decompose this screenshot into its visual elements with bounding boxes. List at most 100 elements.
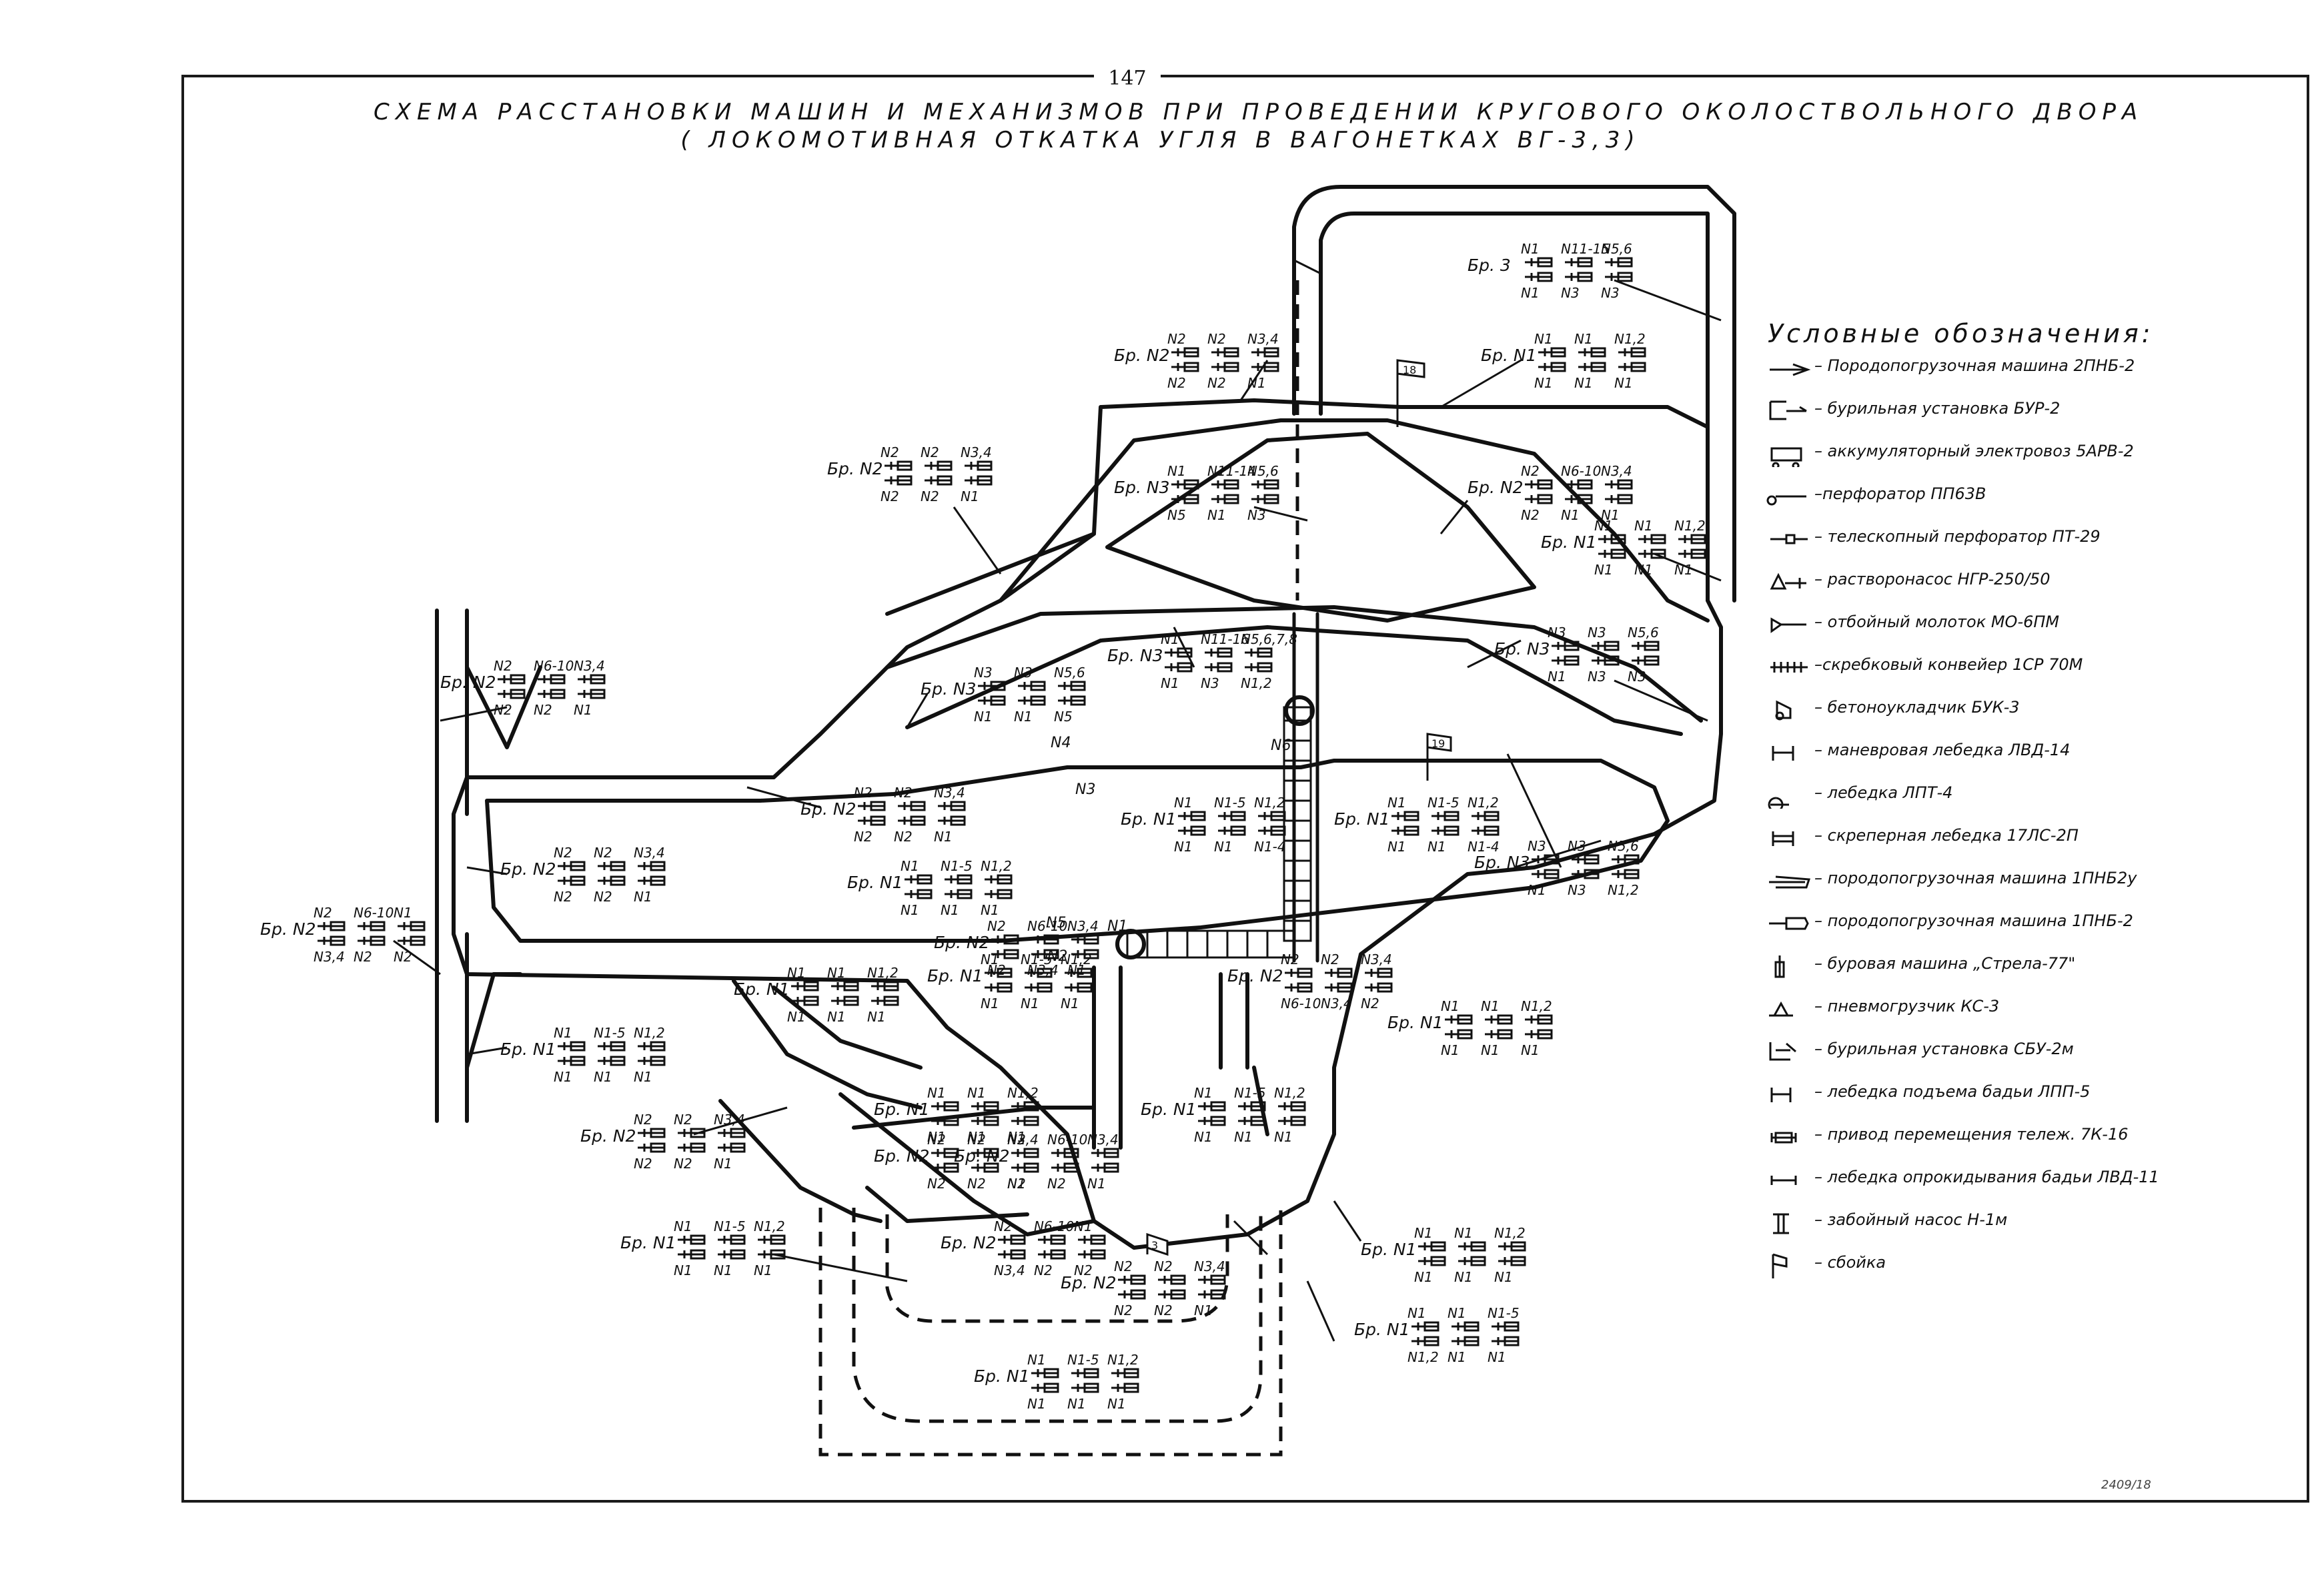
- equipment-marker: [1071, 1368, 1099, 1378]
- equipment-marker: [1031, 1368, 1059, 1378]
- equipment-count: N1: [1247, 375, 1266, 391]
- equipment-marker: [1071, 949, 1099, 959]
- legend-label: – породопогрузочная машина 1ПНБ2у: [1814, 869, 2137, 887]
- equipment-marker: [558, 875, 586, 886]
- equipment-marker: [1178, 825, 1206, 836]
- equipment-marker: [558, 1056, 586, 1066]
- flag-label: 19: [1431, 737, 1445, 750]
- equipment-count: N1: [1061, 996, 1079, 1012]
- drawing-frame: [181, 75, 2309, 1503]
- equipment-count: N1: [827, 965, 846, 981]
- equipment-marker: [791, 981, 819, 992]
- equipment-count: N2: [927, 1176, 946, 1192]
- equipment-marker: [1578, 362, 1606, 372]
- equipment-marker: [1251, 362, 1279, 372]
- equipment-count: N3: [1588, 625, 1606, 641]
- equipment-count: N2: [881, 488, 899, 504]
- equipment-marker: [758, 1234, 786, 1245]
- equipment-count: N1: [1674, 562, 1693, 578]
- point-label: N4: [1051, 735, 1071, 751]
- equipment-count: N2: [1114, 1302, 1133, 1318]
- equipment-marker: [578, 689, 606, 699]
- equipment-count: N1,2: [1494, 1225, 1526, 1241]
- equipment-marker: [1211, 347, 1239, 358]
- equipment-count: N2: [494, 658, 512, 674]
- equipment-count: N1: [554, 1069, 572, 1085]
- equipment-count: N1: [1194, 1085, 1213, 1101]
- legend-item: – аккумуляторный электровоз 5АРВ-2: [1766, 438, 2300, 471]
- equipment-count: N1: [594, 1069, 612, 1085]
- legend-label: – бетоноукладчик БУК-3: [1814, 698, 2020, 717]
- equipment-count: N1,2: [1274, 1085, 1305, 1101]
- equipment-count: N3,4: [634, 845, 665, 861]
- equipment-count: N1: [974, 709, 993, 725]
- equipment-count: N2: [1154, 1258, 1173, 1274]
- equipment-marker: [1051, 1148, 1079, 1158]
- legend-item: – скреперная лебедка 17ЛС-2П: [1766, 822, 2300, 855]
- equipment-marker: [678, 1234, 706, 1245]
- equipment-count: N3,4: [714, 1112, 745, 1128]
- archive-stamp: 2409/18: [2101, 1478, 2151, 1492]
- equipment-marker: [1018, 695, 1046, 706]
- legend-label: –скребковый конвейер 1СР 70М: [1814, 655, 2083, 674]
- brigade-label: Бр. N2: [1227, 966, 1283, 986]
- upper-ring-inner: [1105, 432, 1536, 623]
- equipment-count: N1: [1441, 1042, 1460, 1058]
- equipment-marker: [1525, 1014, 1553, 1025]
- equipment-marker: [1065, 967, 1093, 978]
- equipment-count: N1: [1014, 709, 1033, 725]
- brigade-label: Бр. N3: [1114, 478, 1170, 497]
- equipment-count: N1: [1574, 331, 1593, 347]
- equipment-marker: [678, 1128, 706, 1138]
- equipment-marker: [1245, 662, 1273, 673]
- loader-2pnb2-icon: [1770, 363, 1811, 376]
- equipment-marker: [678, 1249, 706, 1260]
- left-arm: [435, 609, 469, 1123]
- equipment-marker: [931, 1148, 959, 1158]
- equipment-marker: [1011, 1116, 1039, 1126]
- equipment-count: N2: [921, 444, 939, 460]
- south-dashed-loop-outer: [852, 1208, 1263, 1423]
- equipment-count: N3: [1247, 507, 1266, 523]
- equipment-count: N1: [1528, 882, 1546, 898]
- brigade-label: Бр. N1: [1481, 346, 1537, 365]
- legend-label: – лебедка подъема бадьи ЛПП-5: [1814, 1082, 2091, 1101]
- equipment-count: N1: [1161, 631, 1179, 647]
- south-branch-left: [732, 979, 923, 1110]
- equipment-marker: [1025, 982, 1053, 993]
- equipment-count: N2: [554, 889, 572, 905]
- winch-lpt-icon: [1768, 797, 1789, 809]
- equipment-count: N1,2: [1608, 882, 1639, 898]
- equipment-marker: [638, 1142, 666, 1153]
- equipment-marker: [1178, 811, 1206, 821]
- drill-machine-strela-icon: [1774, 955, 1785, 978]
- equipment-count: N6-10: [1047, 1132, 1088, 1148]
- equipment-count: N1: [754, 1262, 772, 1278]
- equipment-count: N2: [1361, 996, 1379, 1012]
- left-arm-fan: [465, 665, 542, 1070]
- brigade-label: Бр. N1: [874, 1100, 930, 1119]
- legend-item: – бетоноукладчик БУК-3: [1766, 694, 2300, 727]
- equipment-count: N3: [974, 665, 993, 681]
- equipment-count: N1: [1481, 998, 1500, 1014]
- legend-label: – породопогрузочная машина 1ПНБ-2: [1814, 911, 2133, 930]
- equipment-marker: [1111, 1368, 1139, 1378]
- legend-item: – маневровая лебедка ЛВД-14: [1766, 737, 2300, 770]
- equipment-marker: [1091, 1162, 1119, 1173]
- equipment-count: N1: [1454, 1225, 1473, 1241]
- brigade-label: Бр. N2: [941, 1233, 997, 1252]
- equipment-marker: [1205, 647, 1233, 658]
- equipment-count: N5,6: [1054, 665, 1085, 681]
- equipment-count: N1: [941, 902, 959, 918]
- sboika-flag-icon: [1396, 359, 1425, 378]
- equipment-count: N2: [394, 949, 412, 965]
- equipment-marker: [1198, 1101, 1226, 1112]
- equipment-count: N3: [1201, 675, 1219, 691]
- legend-item: – буровая машина „Стрела-77": [1766, 950, 2300, 983]
- equipment-count: N1: [1634, 562, 1653, 578]
- equipment-marker: [1532, 869, 1560, 879]
- equipment-marker: [638, 875, 666, 886]
- equipment-marker: [718, 1142, 746, 1153]
- equipment-count: N1: [1454, 1269, 1473, 1285]
- equipment-marker: [1091, 1148, 1119, 1158]
